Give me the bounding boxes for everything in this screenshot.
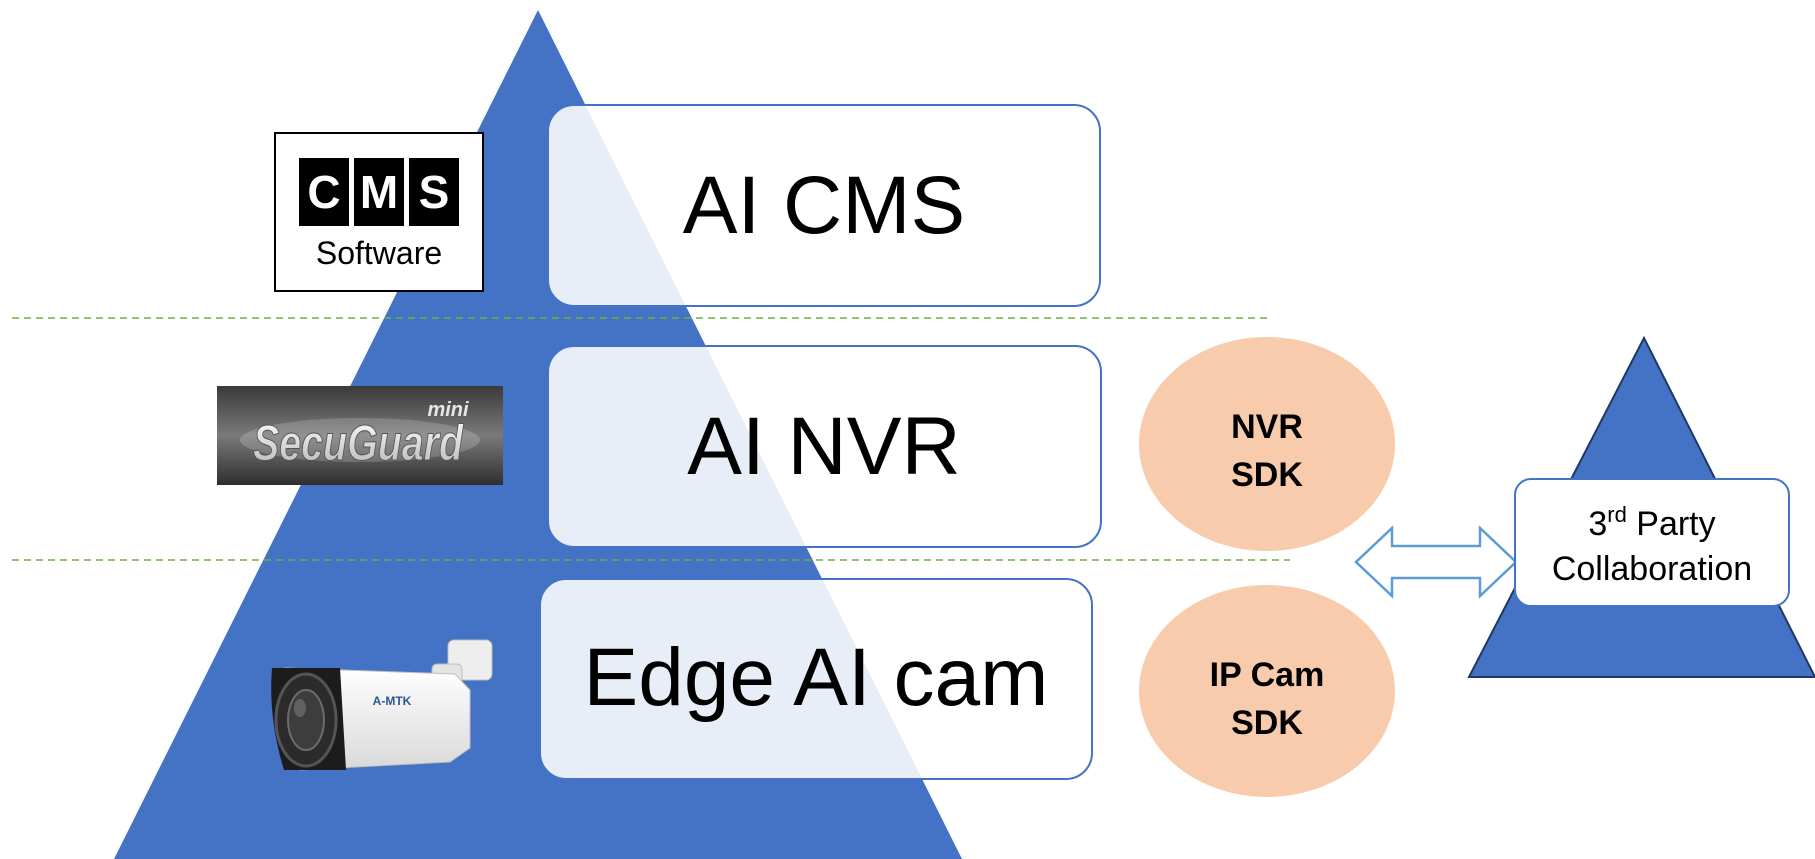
cms-logo-caption: Software <box>316 235 442 271</box>
cms-letter-block-s <box>409 158 459 226</box>
cms-letter-m: M <box>360 166 398 218</box>
layer-label-ai-nvr: AI NVR <box>687 401 960 492</box>
secuguard-mini-logo: SecuGuard mini <box>217 386 503 485</box>
third-party-box: 3rd Party Collaboration <box>1514 478 1790 607</box>
third-party-line1: 3rd Party <box>1588 502 1715 543</box>
layer-label-ai-cms: AI CMS <box>683 160 965 251</box>
bullet-ip-camera-image: A-MTK <box>271 639 493 771</box>
third-party-number: 3 <box>1588 505 1607 543</box>
secuguard-wordmark: SecuGuard <box>253 415 464 471</box>
cms-letter-block-c <box>299 158 349 226</box>
layer-box-edge-ai-cam: Edge AI cam <box>539 578 1093 780</box>
layer-label-edge-ai-cam: Edge AI cam <box>584 632 1049 723</box>
cms-software-logo: C M S Software <box>274 132 484 292</box>
nvr-sdk-bubble: NVR SDK <box>1139 337 1395 551</box>
double-arrow-icon <box>1354 525 1518 599</box>
cms-letter-c: C <box>307 166 340 218</box>
nvr-sdk-line2: SDK <box>1231 456 1303 494</box>
cms-letter-s: S <box>419 166 450 218</box>
layer-box-ai-cms: AI CMS <box>547 104 1101 307</box>
nvr-sdk-line1: NVR <box>1231 408 1303 446</box>
third-party-line2: Collaboration <box>1552 550 1752 588</box>
cms-letter-block-m <box>354 158 404 226</box>
layer-box-ai-nvr: AI NVR <box>547 345 1102 548</box>
third-party-line1-rest: Party <box>1627 505 1716 543</box>
third-party-superscript: rd <box>1607 502 1627 527</box>
camera-brand: A-MTK <box>373 694 412 708</box>
ipcam-sdk-line2: SDK <box>1231 704 1303 742</box>
secuguard-superscript: mini <box>427 399 469 421</box>
ipcam-sdk-line1: IP Cam <box>1210 656 1325 694</box>
ipcam-sdk-bubble: IP Cam SDK <box>1139 585 1395 797</box>
